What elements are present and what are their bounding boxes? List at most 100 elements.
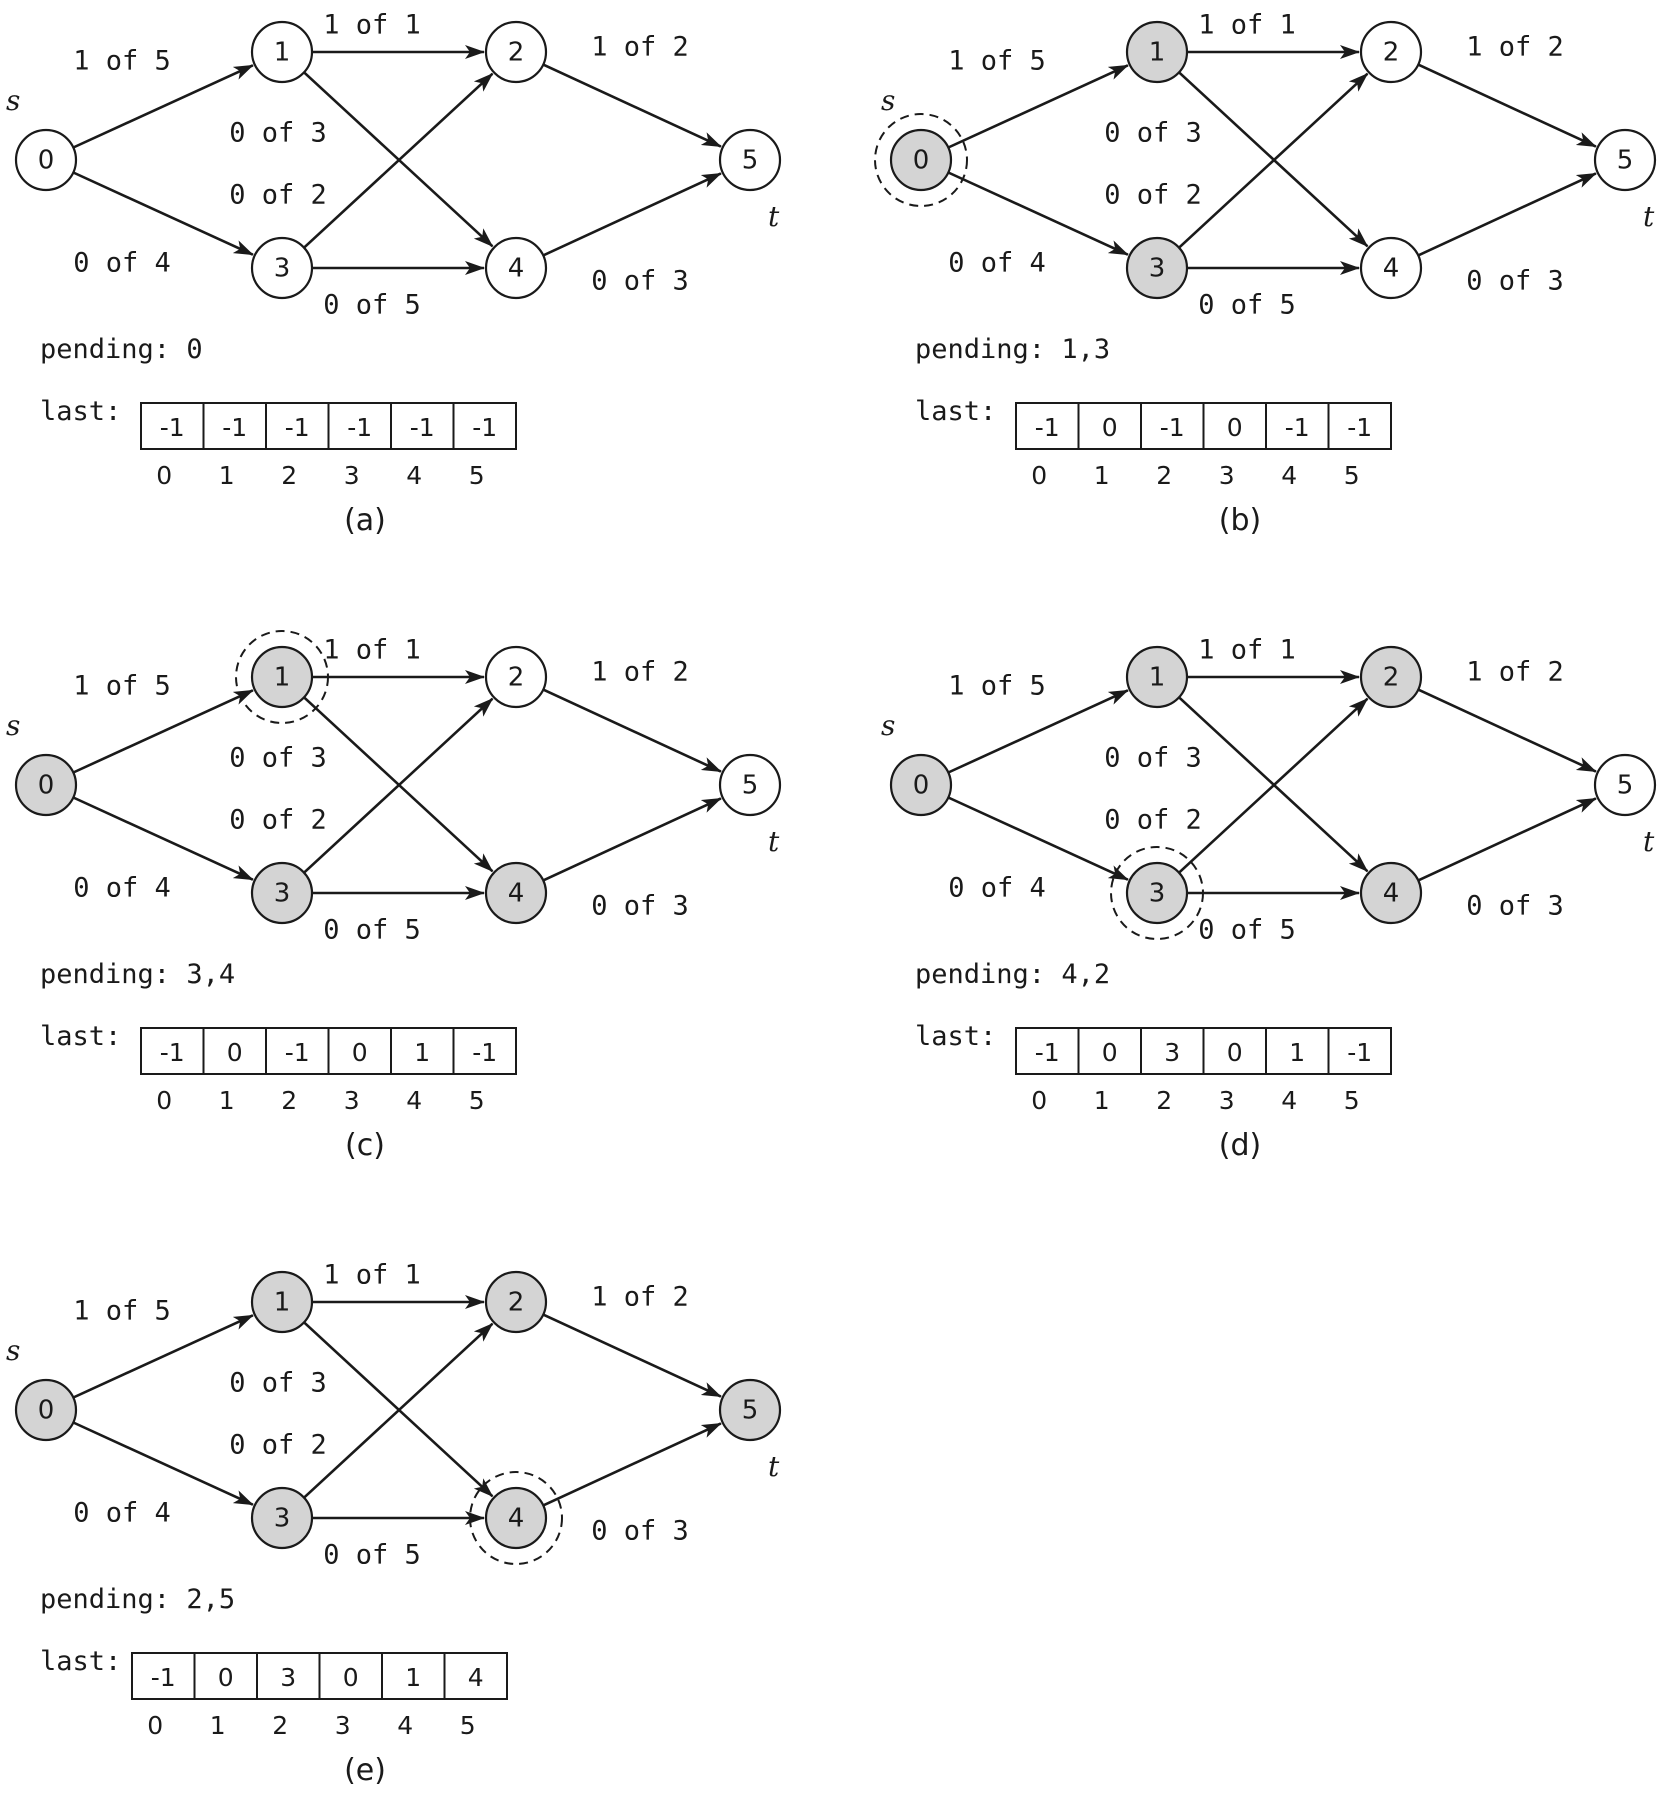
edge-4-5 (542, 797, 722, 882)
edge-3-2 (303, 72, 494, 249)
pending-values: 4,2 (1061, 959, 1110, 990)
pending-values: 3,4 (186, 959, 235, 990)
last-cell-0: -1 (151, 1663, 176, 1692)
index-label-2: 2 (281, 461, 297, 490)
source-label: s (6, 709, 20, 742)
node-4 (1359, 236, 1423, 300)
last-cell-3: 0 (1227, 413, 1243, 442)
sink-label: t (1643, 825, 1655, 858)
edge-label-1-2: 1 of 1 (1198, 635, 1296, 666)
edge-3-2 (303, 697, 494, 874)
panel-b: 1 of 50 of 41 of 10 of 30 of 20 of 51 of… (874, 10, 1657, 538)
node-3 (250, 236, 314, 300)
edge-label-0-1: 1 of 5 (73, 671, 171, 702)
last-cell-5: 4 (468, 1663, 484, 1692)
panel-e: 1 of 50 of 41 of 10 of 30 of 20 of 51 of… (6, 1260, 782, 1788)
node-4 (1359, 861, 1423, 925)
index-label-5: 5 (460, 1711, 476, 1740)
last-cell-3: 0 (343, 1663, 359, 1692)
node-label-3: 3 (274, 254, 291, 284)
node-label-1: 1 (1149, 663, 1166, 693)
edge-label-1-4: 0 of 3 (229, 743, 327, 774)
edge-label-3-2: 0 of 2 (229, 1430, 327, 1461)
index-label-4: 4 (406, 1086, 422, 1115)
edge-label-0-3: 0 of 4 (73, 248, 171, 279)
index-label-5: 5 (469, 1086, 485, 1115)
node-1 (250, 1270, 314, 1334)
node-label-3: 3 (1149, 254, 1166, 284)
edge-4-5 (1417, 797, 1597, 882)
node-label-2: 2 (508, 1288, 525, 1318)
pending-values: 1,3 (1061, 334, 1110, 365)
pending-queue: pending: 2,5 (40, 1584, 235, 1615)
last-cell-2: -1 (285, 1038, 310, 1067)
edge-label-3-2: 0 of 2 (1104, 805, 1202, 836)
node-label-5: 5 (742, 146, 759, 176)
edge-label-2-5: 1 of 2 (1466, 657, 1564, 688)
node-label-3: 3 (274, 1504, 291, 1534)
edge-label-3-4: 0 of 5 (1198, 915, 1296, 946)
sink-label: t (768, 825, 780, 858)
edge-4-5 (542, 1422, 722, 1507)
edge-label-2-5: 1 of 2 (1466, 32, 1564, 63)
sink-label: t (768, 200, 780, 233)
edge-0-1 (72, 64, 254, 149)
index-label-0: 0 (156, 461, 172, 490)
last-cell-0: -1 (160, 1038, 185, 1067)
pending-prefix: pending: (915, 959, 1061, 990)
node-0 (14, 753, 78, 817)
node-label-0: 0 (38, 146, 55, 176)
index-label-4: 4 (1281, 461, 1297, 490)
edge-label-3-2: 0 of 2 (229, 180, 327, 211)
last-cell-4: 1 (1289, 1038, 1305, 1067)
node-0 (889, 128, 953, 192)
node-3 (1125, 236, 1189, 300)
index-label-0: 0 (1031, 461, 1047, 490)
last-label: last: (40, 1021, 121, 1052)
last-cell-1: 0 (1102, 1038, 1118, 1067)
edge-label-0-3: 0 of 4 (948, 873, 1046, 904)
edge-label-4-5: 0 of 3 (591, 1516, 689, 1547)
last-label: last: (915, 396, 996, 427)
last-cell-2: 3 (280, 1663, 296, 1692)
edge-3-2 (1178, 697, 1369, 874)
source-label: s (881, 709, 895, 742)
panel-d: 1 of 50 of 41 of 10 of 30 of 20 of 51 of… (881, 635, 1657, 1163)
edge-4-5 (1417, 172, 1597, 257)
node-label-1: 1 (1149, 38, 1166, 68)
node-4 (484, 236, 548, 300)
node-label-4: 4 (508, 879, 525, 909)
last-cell-3: 0 (1227, 1038, 1243, 1067)
node-label-2: 2 (1383, 663, 1400, 693)
edge-3-2 (1178, 72, 1369, 249)
index-label-0: 0 (156, 1086, 172, 1115)
edge-label-1-4: 0 of 3 (229, 1368, 327, 1399)
panel-caption: (c) (345, 1128, 385, 1163)
last-cell-0: -1 (1035, 1038, 1060, 1067)
last-cell-3: -1 (347, 413, 372, 442)
node-0 (14, 128, 78, 192)
index-label-3: 3 (344, 1086, 360, 1115)
edge-0-1 (72, 1314, 254, 1399)
index-label-1: 1 (1094, 461, 1110, 490)
index-label-0: 0 (147, 1711, 163, 1740)
pending-queue: pending: 3,4 (40, 959, 235, 990)
node-2 (484, 1270, 548, 1334)
node-label-4: 4 (1383, 879, 1400, 909)
index-label-5: 5 (469, 461, 485, 490)
index-label-2: 2 (272, 1711, 288, 1740)
edge-label-1-4: 0 of 3 (229, 118, 327, 149)
node-label-2: 2 (508, 663, 525, 693)
edge-0-3 (947, 171, 1129, 256)
node-label-0: 0 (38, 771, 55, 801)
last-cell-4: 1 (414, 1038, 430, 1067)
index-label-1: 1 (1094, 1086, 1110, 1115)
node-label-3: 3 (274, 879, 291, 909)
edge-3-2 (303, 1322, 494, 1499)
node-label-5: 5 (1617, 146, 1634, 176)
edge-label-1-4: 0 of 3 (1104, 743, 1202, 774)
node-5 (1593, 128, 1657, 192)
edge-label-0-1: 1 of 5 (948, 46, 1046, 77)
edge-label-0-3: 0 of 4 (948, 248, 1046, 279)
